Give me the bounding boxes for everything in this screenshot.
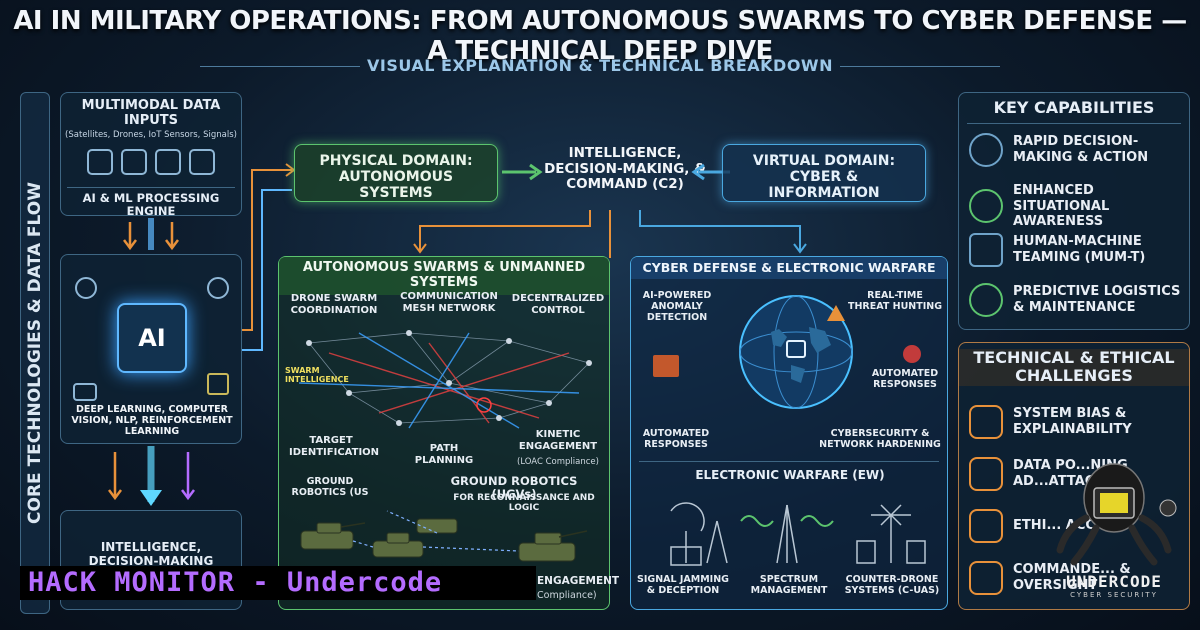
processor-icon — [207, 373, 229, 395]
globe-graphic — [739, 295, 853, 409]
inputs-divider — [67, 186, 235, 188]
ml-methods: DEEP LEARNING, COMPUTER VISION, NLP, REI… — [71, 404, 233, 437]
decentral-label: DECENTRALIZED CONTROL — [511, 293, 605, 316]
vertical-label-text: CORE TECHNOLOGIES & DATA FLOW — [25, 182, 45, 524]
engagement-label: ENGAGEMENT — [537, 575, 620, 587]
virtual-domain-box: VIRTUAL DOMAIN: CYBER & INFORMATION — [722, 144, 926, 202]
capability-item: ENHANCED SITUATIONAL AWARENESS — [969, 183, 1181, 230]
physical-to-c2-arrow — [502, 163, 543, 181]
hardening-label: CYBERSECURITY & NETWORK HARDENING — [819, 428, 941, 450]
network-icon — [207, 277, 229, 299]
engine-label: AI & ML PROCESSING ENGINE — [82, 190, 220, 218]
virus-icon — [903, 345, 921, 363]
drone-icon — [121, 148, 147, 175]
spectrum-label: SPECTRUM MANAGEMENT — [750, 574, 828, 596]
c2-node: INTELLIGENCE, DECISION-MAKING, & COMMAND… — [540, 145, 710, 210]
logo-subtext: CYBER SECURITY — [1070, 591, 1158, 599]
challenge-item: COMMANDE... & OVERSIGHT — [969, 561, 1181, 595]
capabilities-divider — [967, 123, 1181, 125]
brain-icon — [969, 405, 1003, 439]
subtitle-rule-right — [840, 66, 1000, 67]
chip-label: AI — [138, 324, 166, 352]
signal-icon — [189, 148, 215, 175]
inputs-to-chip-arrows — [123, 218, 179, 251]
counter-drone-label: COUNTER-DRONE SYSTEMS (C-UAS) — [844, 574, 940, 596]
physical-domain-label: PHYSICAL DOMAIN: AUTONOMOUS SYSTEMS — [319, 153, 473, 202]
shield-person-icon — [969, 509, 1003, 543]
challenges-panel: TECHNICAL & ETHICAL CHALLENGES SYSTEM BI… — [958, 342, 1190, 610]
comm-mesh-label: COMMUNICATION MESH NETWORK — [400, 291, 498, 314]
virtual-domain-label: VIRTUAL DOMAIN: CYBER & INFORMATION — [752, 153, 896, 202]
cyber-divider — [639, 461, 939, 462]
challenge-label: COMMANDE... & OVERSIGHT — [1013, 562, 1131, 593]
camera-icon — [73, 383, 97, 401]
input-icons-row — [61, 148, 241, 179]
ai-chip-icon: AI — [117, 303, 187, 373]
undercode-logo: UNDERCODE CYBER SECURITY — [1050, 458, 1178, 608]
data-inputs-panel: MULTIMODAL DATA INPUTS (Satellites, Dron… — [60, 92, 242, 218]
page-subtitle: VISUAL EXPLANATION & TECHNICAL BREAKDOWN — [367, 56, 833, 75]
ew-title: ELECTRONIC WARFARE (EW) — [695, 468, 885, 482]
chip-to-output-arrows — [108, 446, 195, 506]
kinetic-label: KINETIC ENGAGEMENT — [518, 429, 598, 452]
loac-label: (LOAC Compliance) — [517, 457, 599, 467]
c2-label: INTELLIGENCE, DECISION-MAKING, & COMMAND… — [544, 145, 706, 193]
path-plan-label: PATH PLANNING — [414, 443, 474, 466]
gear-hand-icon — [969, 283, 1003, 317]
capabilities-title: KEY CAPABILITIES — [993, 98, 1155, 117]
compliance-label: Compliance) — [537, 590, 597, 601]
capabilities-panel: KEY CAPABILITIES RAPID DECISION-MAKING &… — [958, 92, 1190, 330]
swarm-network-graphic — [298, 330, 592, 429]
capability-label: ENHANCED SITUATIONAL AWARENESS — [1013, 183, 1110, 230]
ugv-graphic — [300, 510, 588, 562]
capability-item: RAPID DECISION-MAKING & ACTION — [969, 133, 1181, 167]
jamming-label: SIGNAL JAMMING & DECEPTION — [637, 574, 729, 596]
ground-robotics-short-label: GROUND ROBOTICS (US — [291, 476, 369, 498]
logo-text: UNDERCODE — [1066, 572, 1162, 591]
cyber-panel-title: CYBER DEFENSE & ELECTRONIC WARFARE — [631, 257, 947, 280]
cyber-panel: CYBER DEFENSE & ELECTRONIC WARFARE AI-PO… — [630, 256, 948, 610]
page-title: AI IN MILITARY OPERATIONS: FROM AUTONOMO… — [13, 6, 1187, 66]
output-label: INTELLIGENCE, DECISION-MAKING — [88, 540, 214, 568]
ai-chip-panel: AI DEEP LEARNING, COMPUTER VISION, NLP, … — [60, 254, 242, 444]
sensor-icon — [155, 148, 181, 175]
satellite-icon — [87, 148, 113, 175]
gauge-icon — [969, 133, 1003, 167]
drone-coord-label: DRONE SWARM COORDINATION — [290, 293, 378, 316]
subtitle-rule-left — [200, 66, 360, 67]
capability-label: RAPID DECISION-MAKING & ACTION — [1013, 134, 1149, 165]
anomaly-label: AI-POWERED ANOMALY DETECTION — [642, 290, 712, 323]
octopus-hacker-icon — [1056, 463, 1177, 566]
swarm-panel: AUTONOMOUS SWARMS & UNMANNED SYSTEMS DRO… — [278, 256, 619, 610]
capability-label: HUMAN-MACHINE TEAMING (MUM-T) — [1013, 234, 1146, 265]
challenge-label: SYSTEM BIAS & EXPLAINABILITY — [1013, 406, 1132, 437]
challenge-item: SYSTEM BIAS & EXPLAINABILITY — [969, 405, 1181, 439]
hack-monitor-banner: HACK MONITOR - Undercode — [20, 566, 536, 600]
physical-domain-box: PHYSICAL DOMAIN: AUTONOMOUS SYSTEMS — [294, 144, 498, 202]
eye-icon — [969, 189, 1003, 224]
c2-down-arrows — [413, 210, 807, 258]
auto-resp-left-label: AUTOMATED RESPONSES — [642, 428, 710, 450]
inputs-title: MULTIMODAL DATA INPUTS — [81, 98, 221, 128]
capability-label: PREDICTIVE LOGISTICS & MAINTENANCE — [1013, 284, 1181, 315]
virus-icon — [969, 457, 1003, 491]
recon-label: FOR RECONNAISSANCE AND LOGIC — [453, 493, 595, 514]
capability-item: PREDICTIVE LOGISTICS & MAINTENANCE — [969, 283, 1181, 317]
swarm-intel-label: SWARM INTELLIGENCE — [285, 366, 349, 384]
swarm-panel-title: AUTONOMOUS SWARMS & UNMANNED SYSTEMS — [279, 257, 609, 295]
human-robot-icon — [969, 233, 1003, 267]
core-tech-vertical-label: CORE TECHNOLOGIES & DATA FLOW — [20, 92, 50, 614]
firewall-icon — [653, 355, 679, 377]
document-icon — [969, 561, 1003, 595]
capability-item: HUMAN-MACHINE TEAMING (MUM-T) — [969, 233, 1181, 267]
ew-graphic — [670, 502, 926, 566]
gear-icon — [75, 277, 97, 299]
challenges-title: TECHNICAL & ETHICAL CHALLENGES — [959, 348, 1189, 386]
target-id-label: TARGET IDENTIFICATION — [289, 435, 380, 458]
auto-resp-right-label: AUTOMATED RESPONSES — [871, 368, 939, 390]
ground-robotics-label: GROUND ROBOTICS (UGVs) — [450, 474, 578, 502]
threat-label: REAL-TIME THREAT HUNTING — [847, 290, 943, 312]
inputs-subtitle: (Satellites, Drones, IoT Sensors, Signal… — [65, 129, 237, 140]
